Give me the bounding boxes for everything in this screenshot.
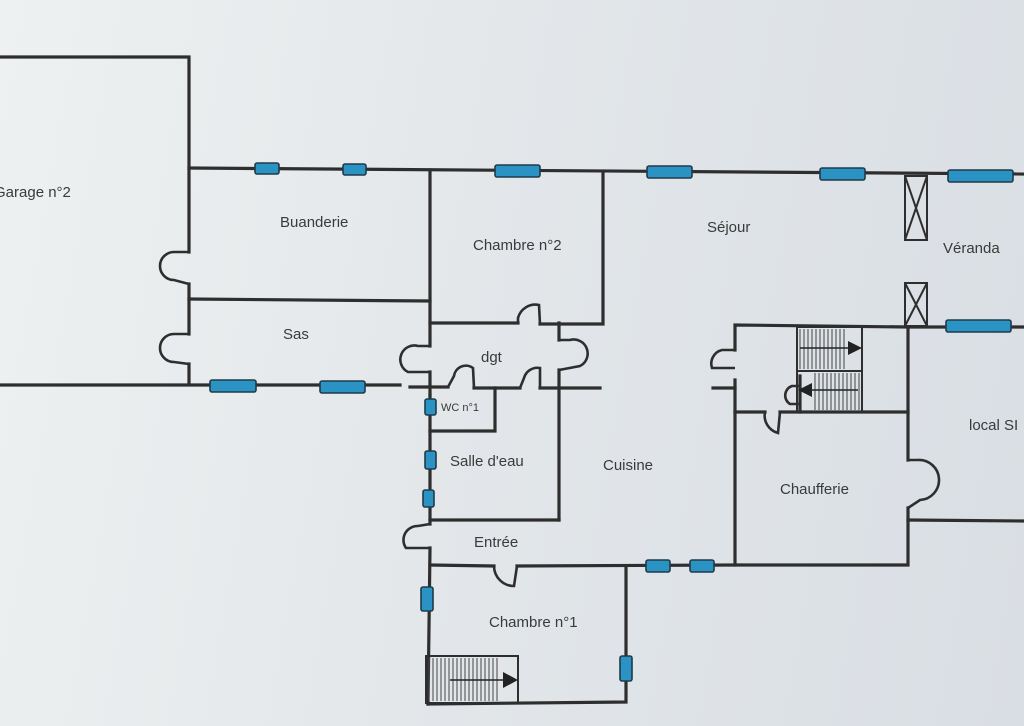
- wall-chambre1: [426, 564, 628, 706]
- room-labels: Garage n°2 Buanderie Sas Chambre n°2 dgt…: [0, 184, 1018, 631]
- wall-buanderie-sas: [187, 297, 432, 303]
- door-stairs[interactable]: [783, 384, 800, 406]
- room-label-sejour: Séjour: [707, 219, 750, 236]
- wall-north: [187, 166, 1024, 176]
- room-label-veranda: Véranda: [943, 240, 1000, 257]
- room-label-local-si: local SI: [969, 417, 1018, 434]
- chimney-ducts: [904, 175, 928, 327]
- window: [645, 559, 671, 573]
- room-label-wc-1: WC n°1: [441, 402, 479, 414]
- staircase-chaufferie: [796, 326, 863, 413]
- door-chaufferie[interactable]: [763, 411, 782, 435]
- window: [646, 165, 693, 179]
- wall-garage: [0, 55, 402, 387]
- door-vestibule[interactable]: [710, 348, 735, 370]
- window: [424, 450, 437, 470]
- room-label-dgt: dgt: [481, 349, 503, 366]
- room-label-sas: Sas: [283, 326, 309, 343]
- window: [689, 559, 715, 573]
- window: [424, 398, 437, 416]
- stair-arrow-icon: [503, 672, 518, 688]
- wall-wc: [428, 386, 497, 433]
- door-wc[interactable]: [446, 364, 476, 389]
- door-entree[interactable]: [402, 522, 431, 550]
- wall-vestibule: [711, 374, 802, 414]
- wall-chaufferie: [733, 323, 910, 567]
- doors: [158, 250, 941, 588]
- window: [947, 169, 1014, 183]
- window: [945, 319, 1012, 333]
- room-label-salle-deau: Salle d'eau: [450, 453, 524, 470]
- door-garage-buanderie[interactable]: [158, 250, 190, 286]
- duct-icon: [904, 282, 928, 327]
- room-label-chambre-1: Chambre n°1: [489, 614, 578, 631]
- door-chambre2[interactable]: [516, 303, 542, 325]
- door-sas-dgt[interactable]: [399, 344, 430, 374]
- windows: [209, 162, 1014, 682]
- room-label-cuisine: Cuisine: [603, 457, 653, 474]
- window: [420, 586, 434, 612]
- room-label-entree: Entrée: [474, 534, 518, 551]
- duct-icon: [904, 175, 928, 241]
- walls: [0, 55, 1024, 706]
- window: [319, 380, 366, 394]
- door-dgt-cuisine[interactable]: [558, 338, 589, 372]
- room-label-buanderie: Buanderie: [280, 214, 348, 231]
- window: [254, 162, 280, 175]
- room-label-chambre-2: Chambre n°2: [473, 237, 562, 254]
- wall-dgt-south: [408, 385, 602, 390]
- wall-west-center: [426, 393, 432, 706]
- window: [422, 489, 435, 508]
- door-local-si[interactable]: [907, 458, 941, 510]
- window: [619, 655, 633, 682]
- window: [342, 163, 367, 176]
- room-label-garage-2: Garage n°2: [0, 184, 71, 201]
- door-garage-sas[interactable]: [158, 332, 190, 366]
- door-chambre1[interactable]: [492, 565, 519, 588]
- door-salle-deau[interactable]: [518, 366, 542, 389]
- window: [819, 167, 866, 181]
- room-label-chaufferie: Chaufferie: [780, 481, 849, 498]
- window: [494, 164, 541, 178]
- stair-up-arrow-icon: [848, 341, 862, 355]
- window: [209, 379, 257, 393]
- stair-down-arrow-icon: [798, 383, 812, 397]
- wall-chambre2: [428, 170, 605, 326]
- staircase-chambre1: [425, 655, 519, 704]
